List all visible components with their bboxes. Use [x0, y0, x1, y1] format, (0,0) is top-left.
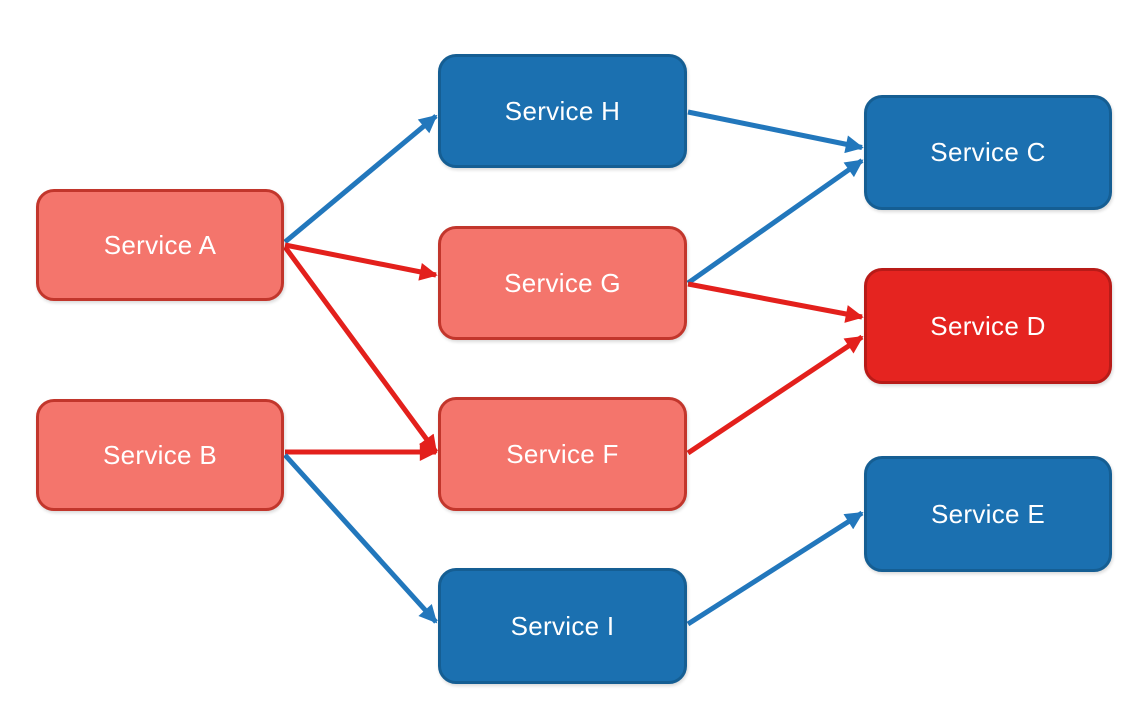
node-service-h[interactable]: Service H [438, 54, 687, 168]
edge-B-to-I [283, 453, 438, 624]
node-label: Service I [510, 610, 615, 641]
node-service-g[interactable]: Service G [438, 226, 687, 340]
edge-A-to-F [282, 245, 439, 454]
node-service-c[interactable]: Service C [864, 95, 1112, 210]
edge-H-to-C [687, 109, 864, 154]
node-service-a[interactable]: Service A [36, 189, 284, 301]
node-label: Service D [930, 310, 1046, 341]
node-service-i[interactable]: Service I [438, 568, 687, 684]
node-label: Service G [504, 267, 621, 298]
node-service-e[interactable]: Service E [864, 456, 1112, 572]
edge-G-to-D [687, 281, 864, 323]
node-service-b[interactable]: Service B [36, 399, 284, 511]
edge-G-to-C [686, 158, 864, 286]
edge-F-to-D [686, 334, 864, 456]
edge-I-to-E [686, 510, 864, 627]
node-label: Service C [930, 137, 1046, 167]
node-label: Service H [504, 95, 621, 126]
edge-A-to-H [283, 114, 438, 244]
node-label: Service B [103, 439, 217, 470]
node-label: Service A [103, 229, 217, 260]
node-service-f[interactable]: Service F [438, 397, 687, 511]
edge-A-to-G [284, 242, 438, 281]
node-service-d[interactable]: Service D [864, 268, 1112, 384]
node-label: Service E [931, 498, 1045, 529]
node-label: Service F [506, 438, 619, 469]
